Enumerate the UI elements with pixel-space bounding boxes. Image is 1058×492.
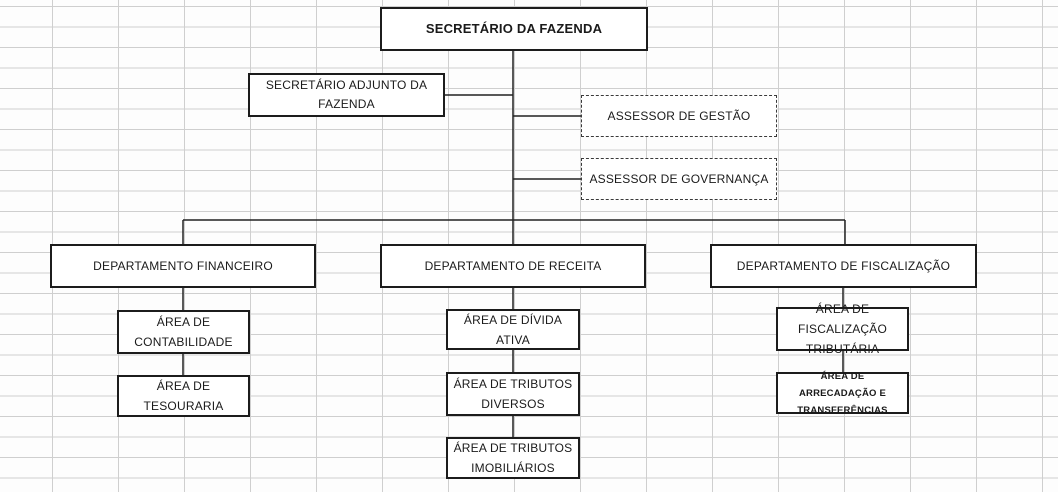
area-contabilidade-box: ÁREA DE CONTABILIDADE — [117, 310, 250, 354]
area-tributos-diversos-label: ÁREA DE TRIBUTOS DIVERSOS — [453, 377, 573, 411]
area-divida-ativa-label: ÁREA DE DÍVIDA ATIVA — [463, 312, 563, 347]
adjunto-label: SECRETÁRIO ADJUNTO DA FAZENDA — [265, 78, 428, 111]
area-fiscalizacao-tributaria-label: ÁREA DE FISCALIZAÇÃO TRIBUTÁRIA — [797, 302, 888, 356]
assessor-gestao-label: ASSESSOR DE GESTÃO — [607, 109, 751, 123]
departamento-fiscalizacao-label: DEPARTAMENTO DE FISCALIZAÇÃO — [736, 259, 951, 273]
area-tributos-imobiliarios-box: ÁREA DE TRIBUTOS IMOBILIÁRIOS — [446, 437, 580, 479]
departamento-receita-box: DEPARTAMENTO DE RECEITA — [380, 244, 646, 288]
area-tesouraria-box: ÁREA DE TESOURARIA — [117, 375, 250, 417]
area-tributos-imobiliarios-label: ÁREA DE TRIBUTOS IMOBILIÁRIOS — [453, 441, 573, 475]
adjunto-box: SECRETÁRIO ADJUNTO DA FAZENDA — [248, 73, 445, 117]
departamento-financeiro-label: DEPARTAMENTO FINANCEIRO — [93, 259, 273, 273]
assessor-governanca-box: ASSESSOR DE GOVERNANÇA — [581, 158, 777, 200]
departamento-financeiro-box: DEPARTAMENTO FINANCEIRO — [50, 244, 316, 288]
area-arrecadacao-box: ÁREA DE ARRECADAÇÃO E TRANSFERÊNCIAS — [776, 371, 909, 416]
secretario-label: SECRETÁRIO DA FAZENDA — [425, 21, 603, 36]
secretario-box: SECRETÁRIO DA FAZENDA — [380, 7, 648, 51]
area-tesouraria-label: ÁREA DE TESOURARIA — [143, 379, 224, 413]
area-divida-ativa-box: ÁREA DE DÍVIDA ATIVA — [446, 309, 580, 350]
area-fiscalizacao-tributaria-box: ÁREA DE FISCALIZAÇÃO TRIBUTÁRIA — [776, 302, 909, 356]
assessor-governanca-label: ASSESSOR DE GOVERNANÇA — [589, 172, 769, 186]
departamento-fiscalizacao-box: DEPARTAMENTO DE FISCALIZAÇÃO — [710, 244, 977, 288]
area-tributos-diversos-box: ÁREA DE TRIBUTOS DIVERSOS — [446, 372, 580, 416]
departamento-receita-label: DEPARTAMENTO DE RECEITA — [424, 259, 602, 273]
area-contabilidade-label: ÁREA DE CONTABILIDADE — [134, 315, 233, 349]
area-arrecadacao-label: ÁREA DE ARRECADAÇÃO E TRANSFERÊNCIAS — [797, 370, 888, 416]
assessor-gestao-box: ASSESSOR DE GESTÃO — [581, 95, 777, 137]
